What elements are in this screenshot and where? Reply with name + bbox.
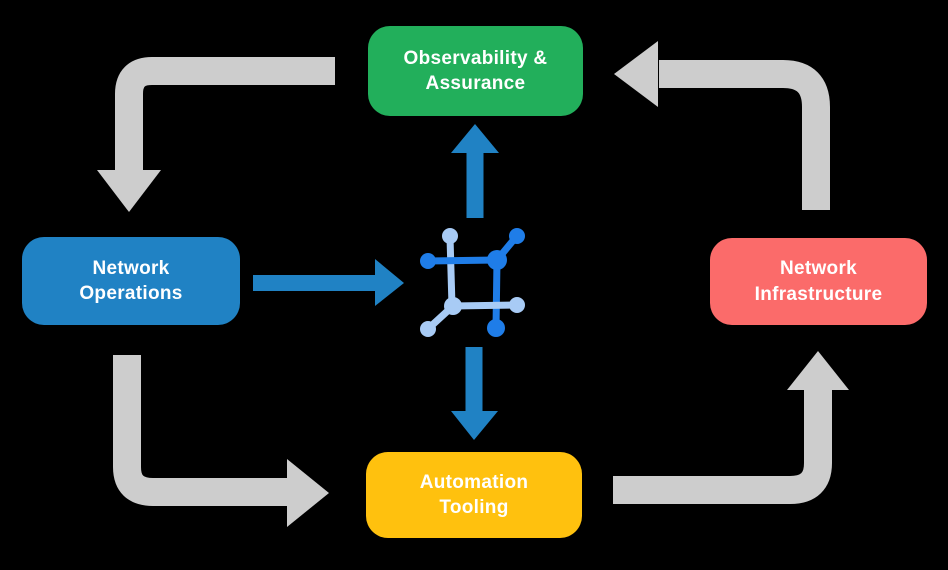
arrow-infrastructure-to-observability [614,41,830,210]
icon-light-top-dot [442,228,458,244]
node-network-infrastructure: Network Infrastructure [710,238,927,325]
node-infrastructure-label: Network Infrastructure [754,258,883,305]
icon-dark-topright-dot [509,228,525,244]
arrow-automation-to-infrastructure [613,351,849,504]
arrow-operations-to-automation [113,355,329,527]
arrow-shaft [659,60,830,210]
icon-dark-corner-node [487,250,507,270]
node-observability-assurance: Observability & Assurance [368,26,583,116]
icon-dark-top-line [424,256,501,265]
network-fabric-icon [420,228,525,337]
node-automation-label: Automation Tooling [419,471,529,518]
arrow-center-to-automation [451,347,498,440]
icon-light-left-line [446,233,456,310]
arrow-shaft [115,57,335,173]
arrow-head-right [287,459,329,527]
arrow-head-left [614,41,658,107]
icon-light-right-dot [509,297,525,313]
icon-light-bottom-line [449,301,520,310]
node-observability-label: Observability & Assurance [403,47,548,94]
arrow-head-right [375,259,404,306]
icon-light-corner-node [444,297,462,315]
arrow-head-up [451,124,499,153]
arrow-shaft [113,355,289,506]
icon-dark-bottom-dot [487,319,505,337]
arrow-observability-to-operations [97,57,335,212]
node-automation-tooling: Automation Tooling [366,452,582,538]
icon-dark-right-line [492,256,501,332]
arrow-head-down [451,411,498,440]
arrow-shaft [613,389,832,504]
arrow-operations-to-center [253,259,404,306]
node-operations-label: Network Operations [79,257,183,304]
node-network-operations: Network Operations [22,237,240,325]
icon-light-bottomleft-dot [420,321,436,337]
arrow-head-down [97,170,161,212]
arrow-head-up [787,351,849,390]
icon-dark-left-dot [420,253,436,269]
arrow-center-to-observability [451,124,499,218]
